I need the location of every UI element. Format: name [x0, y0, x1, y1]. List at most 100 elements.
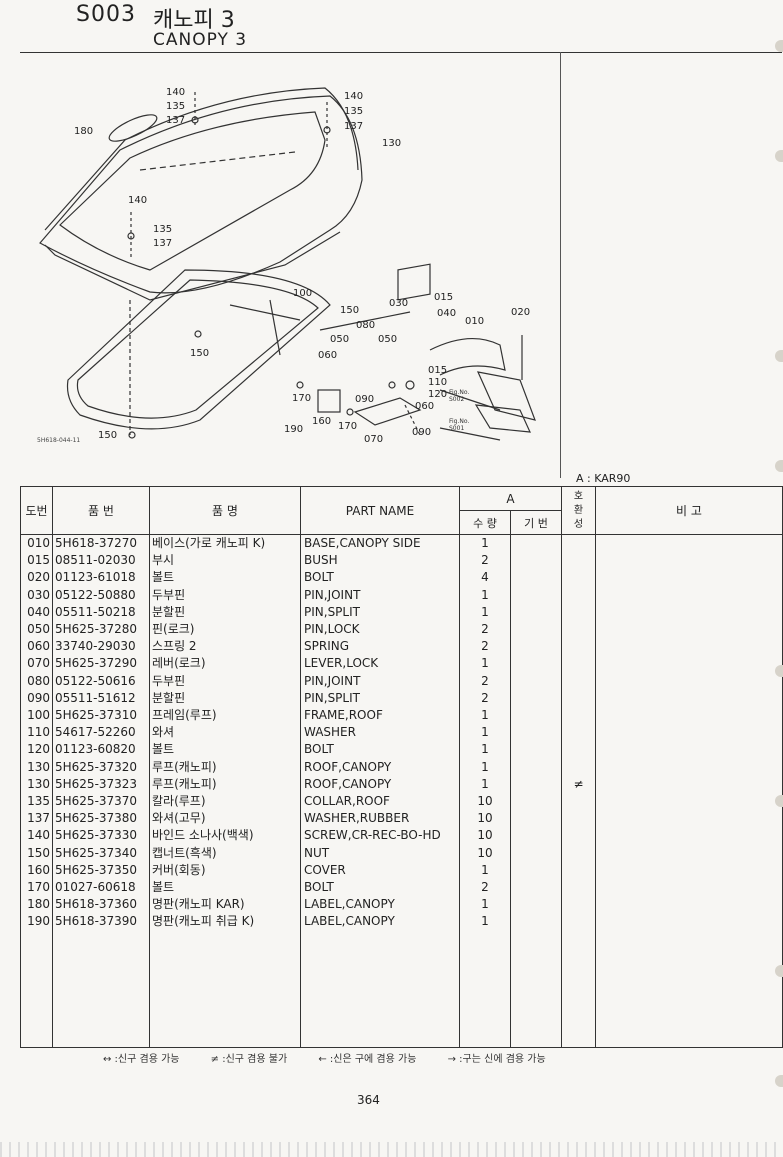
cell-no: 137: [20, 810, 53, 828]
cell-remarks: [595, 758, 783, 776]
fig-ref: Fig.No. S002: [449, 389, 470, 403]
cell-name-ko: 명판(캐노피 취급 K): [149, 913, 301, 931]
cell-remarks: [595, 741, 783, 759]
callout: 100: [293, 288, 313, 299]
cell-part-no: 01027-60618: [52, 879, 150, 897]
callout: 015: [434, 292, 454, 303]
cell-name-en: ROOF,CANOPY: [300, 775, 460, 794]
cell-base: [510, 621, 562, 639]
cell-no: 130: [20, 775, 53, 794]
filler-cell: [510, 930, 562, 1048]
cell-base: [510, 758, 562, 776]
cell-part-no: 5H625-37380: [52, 810, 150, 828]
cell-remarks: [595, 879, 783, 897]
cell-name-en: WASHER,RUBBER: [300, 810, 460, 828]
filler-cell: [595, 930, 783, 1048]
cell-compat: [561, 569, 596, 587]
callout: 135: [166, 101, 186, 112]
cell-no: 130: [20, 758, 53, 776]
cell-no: 090: [20, 689, 53, 708]
cell-compat: [561, 655, 596, 673]
cell-name-ko: 부시: [149, 552, 301, 570]
cell-name-ko: 레버(로크): [149, 655, 301, 673]
cell-part-no: 5H618-37360: [52, 896, 150, 914]
fig-ref: Fig.No. S001: [449, 418, 470, 432]
cell-part-no: 5H625-37350: [52, 861, 150, 880]
cell-remarks: [595, 827, 783, 845]
cell-remarks: [595, 861, 783, 880]
filler-cell: [149, 930, 301, 1048]
cell-no: 030: [20, 586, 53, 604]
callout: 140: [344, 91, 364, 102]
cell-no: 135: [20, 793, 53, 811]
cell-qty: 4: [459, 569, 511, 587]
legend-item: ↔ :신구 겸용 가능: [103, 1054, 180, 1065]
cell-part-no: 5H625-37280: [52, 621, 150, 639]
cell-name-en: PIN,SPLIT: [300, 689, 460, 708]
cell-part-no: 05511-51612: [52, 689, 150, 708]
cell-compat: [561, 827, 596, 845]
col-header-name-ko: 품 명: [149, 486, 301, 535]
cell-qty: 1: [459, 586, 511, 604]
cell-name-en: PIN,JOINT: [300, 586, 460, 604]
cell-no: 160: [20, 861, 53, 880]
cell-no: 150: [20, 844, 53, 862]
cell-name-ko: 와셔(고무): [149, 810, 301, 828]
cell-no: 140: [20, 827, 53, 845]
callout: 030: [389, 298, 409, 309]
cell-qty: 10: [459, 827, 511, 845]
cell-name-en: FRAME,ROOF: [300, 707, 460, 725]
page-number: 364: [357, 1093, 380, 1107]
cell-compat: [561, 552, 596, 570]
cell-no: 190: [20, 913, 53, 931]
cell-part-no: 05511-50218: [52, 603, 150, 622]
cell-base: [510, 913, 562, 931]
callout: 015: [428, 365, 448, 376]
callout: 090: [355, 394, 375, 405]
cell-no: 120: [20, 741, 53, 759]
cell-remarks: [595, 552, 783, 570]
cell-name-ko: 핀(로크): [149, 621, 301, 639]
cell-name-ko: 두부핀: [149, 586, 301, 604]
cell-qty: 1: [459, 775, 511, 794]
model-note: A : KAR90: [576, 472, 631, 485]
cell-qty: 2: [459, 879, 511, 897]
cell-base: [510, 638, 562, 656]
callout: 180: [74, 126, 94, 137]
cell-base: [510, 741, 562, 759]
cell-base: [510, 810, 562, 828]
legend-item: ← :신은 구에 겸용 가능: [318, 1054, 417, 1065]
cell-no: 040: [20, 603, 53, 622]
cell-compat: [561, 913, 596, 931]
cell-compat: [561, 793, 596, 811]
cell-name-en: SPRING: [300, 638, 460, 656]
callout: 150: [190, 348, 210, 359]
cell-part-no: 5H625-37320: [52, 758, 150, 776]
cell-name-en: LABEL,CANOPY: [300, 913, 460, 931]
cell-name-ko: 베이스(가로 캐노피 K): [149, 534, 301, 553]
cell-remarks: [595, 586, 783, 604]
scan-edge: [0, 1142, 783, 1157]
cell-qty: 10: [459, 793, 511, 811]
callout: 050: [378, 334, 398, 345]
cell-name-en: PIN,SPLIT: [300, 603, 460, 622]
cell-no: 060: [20, 638, 53, 656]
cell-remarks: [595, 896, 783, 914]
col-header-remarks: 비 고: [595, 486, 783, 535]
callout: 120: [428, 389, 448, 400]
callout: 050: [330, 334, 350, 345]
binding-hole: [775, 965, 783, 977]
cell-compat: [561, 689, 596, 708]
callout: 130: [382, 138, 402, 149]
cell-qty: 2: [459, 638, 511, 656]
header-rule: [20, 52, 782, 53]
cell-part-no: 01123-60820: [52, 741, 150, 759]
cell-name-ko: 볼트: [149, 741, 301, 759]
cell-name-ko: 스프링 2: [149, 638, 301, 656]
